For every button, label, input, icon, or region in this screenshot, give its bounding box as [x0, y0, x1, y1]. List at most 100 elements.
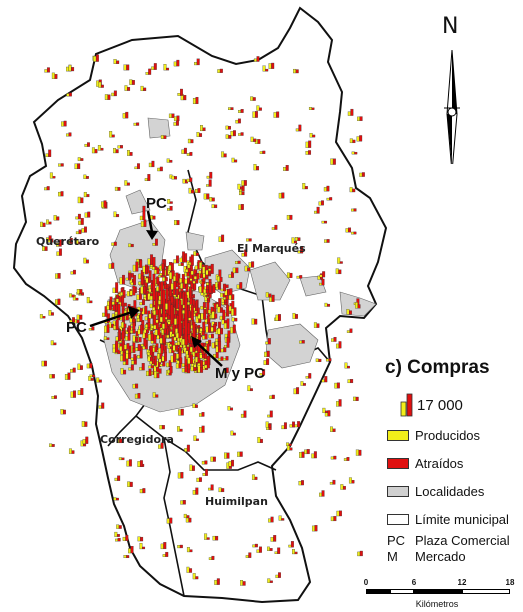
produced-bar: [153, 371, 157, 379]
attracted-bar: [212, 284, 216, 293]
produced-bar: [130, 282, 134, 286]
attracted-bar: [176, 59, 180, 67]
attracted-bar: [321, 490, 325, 497]
produced-bar: [295, 128, 299, 132]
legend-label: Atraídos: [415, 456, 464, 471]
attracted-bar: [189, 151, 193, 156]
attracted-bar: [179, 428, 183, 432]
produced-bar: [173, 318, 177, 325]
scale-segment: [462, 589, 510, 594]
attracted-bar: [200, 367, 204, 373]
produced-bar: [131, 360, 135, 365]
attracted-bar: [194, 404, 198, 408]
produced-bar: [83, 174, 87, 179]
attracted-bar: [137, 163, 140, 170]
attracted-bar: [201, 412, 205, 417]
produced-bar: [219, 315, 223, 320]
produced-bar: [142, 265, 146, 273]
attracted-bar: [283, 422, 287, 430]
produced-bar: [162, 323, 165, 330]
attracted-bar: [71, 67, 75, 72]
scale-tick: 18: [505, 578, 515, 587]
attracted-bar: [121, 457, 125, 461]
produced-bar: [175, 332, 179, 339]
produced-bar: [189, 464, 193, 471]
produced-bar: [108, 263, 112, 269]
attracted-bar: [333, 455, 337, 460]
attracted-bar: [196, 438, 199, 441]
produced-bar: [160, 543, 164, 550]
produced-bar: [221, 319, 225, 325]
attracted-bar: [89, 363, 93, 369]
produced-bar: [223, 322, 227, 329]
attracted-bar: [151, 358, 155, 365]
attracted-bar: [190, 282, 194, 290]
attracted-bar: [299, 275, 303, 279]
produced-bar: [215, 341, 219, 346]
produced-bar: [139, 488, 143, 494]
attracted-bar: [222, 309, 226, 320]
produced-bar: [237, 451, 241, 457]
produced-bar: [134, 393, 138, 399]
attracted-bar: [161, 268, 165, 276]
municipality-label-huimilpan: Huimilpan: [205, 495, 268, 508]
produced-bar: [138, 281, 142, 285]
attracted-bar: [199, 477, 202, 482]
produced-bar: [294, 237, 298, 241]
attracted-bar: [195, 487, 199, 495]
attracted-bar: [324, 220, 328, 224]
attracted-bar: [205, 468, 208, 476]
produced-bar: [128, 367, 132, 371]
attracted-bar: [151, 160, 155, 168]
attracted-bar: [117, 475, 121, 481]
attracted-bar: [208, 270, 212, 276]
attracted-bar: [226, 318, 230, 329]
produced-bar: [168, 348, 172, 354]
produced-bar: [214, 579, 218, 585]
attracted-bar: [352, 188, 356, 193]
attracted-bar: [326, 185, 330, 192]
attracted-bar: [135, 261, 139, 272]
produced-bar: [54, 299, 58, 305]
attracted-bar: [131, 80, 135, 85]
attracted-bar: [269, 410, 273, 418]
scale-segment: [366, 589, 390, 594]
produced-bar: [228, 461, 232, 467]
produced-bar: [159, 337, 163, 344]
produced-bar: [329, 481, 333, 485]
produced-bar: [186, 178, 190, 183]
produced-bar: [70, 368, 74, 373]
attracted-bar: [262, 150, 266, 154]
produced-bar: [230, 326, 234, 334]
attracted-bar: [223, 283, 227, 292]
produced-bar: [204, 364, 208, 369]
attracted-bar: [147, 322, 151, 328]
attracted-bar: [314, 525, 318, 532]
attracted-bar: [195, 96, 199, 105]
produced-bar: [235, 261, 239, 264]
attracted-bar: [85, 259, 89, 264]
attracted-bar: [248, 552, 252, 558]
attracted-bar: [113, 90, 117, 97]
attracted-bar: [251, 261, 255, 268]
attracted-bar: [173, 353, 176, 363]
attracted-bar: [266, 358, 270, 365]
produced-bar: [305, 151, 309, 155]
produced-bar: [203, 288, 207, 294]
produced-bar: [177, 472, 181, 479]
produced-bar: [39, 314, 43, 319]
produced-bar: [122, 113, 126, 119]
produced-bar: [351, 208, 354, 212]
attracted-bar: [294, 240, 297, 244]
attracted-bar: [144, 305, 148, 315]
attracted-bar: [139, 347, 143, 359]
produced-bar: [288, 544, 292, 548]
attracted-bar: [115, 282, 119, 294]
produced-bar: [176, 360, 180, 364]
attracted-bar: [214, 204, 218, 209]
attracted-bar: [156, 276, 160, 285]
attracted-bar: [189, 568, 193, 573]
produced-bar: [200, 125, 203, 132]
produced-bar: [238, 204, 242, 210]
